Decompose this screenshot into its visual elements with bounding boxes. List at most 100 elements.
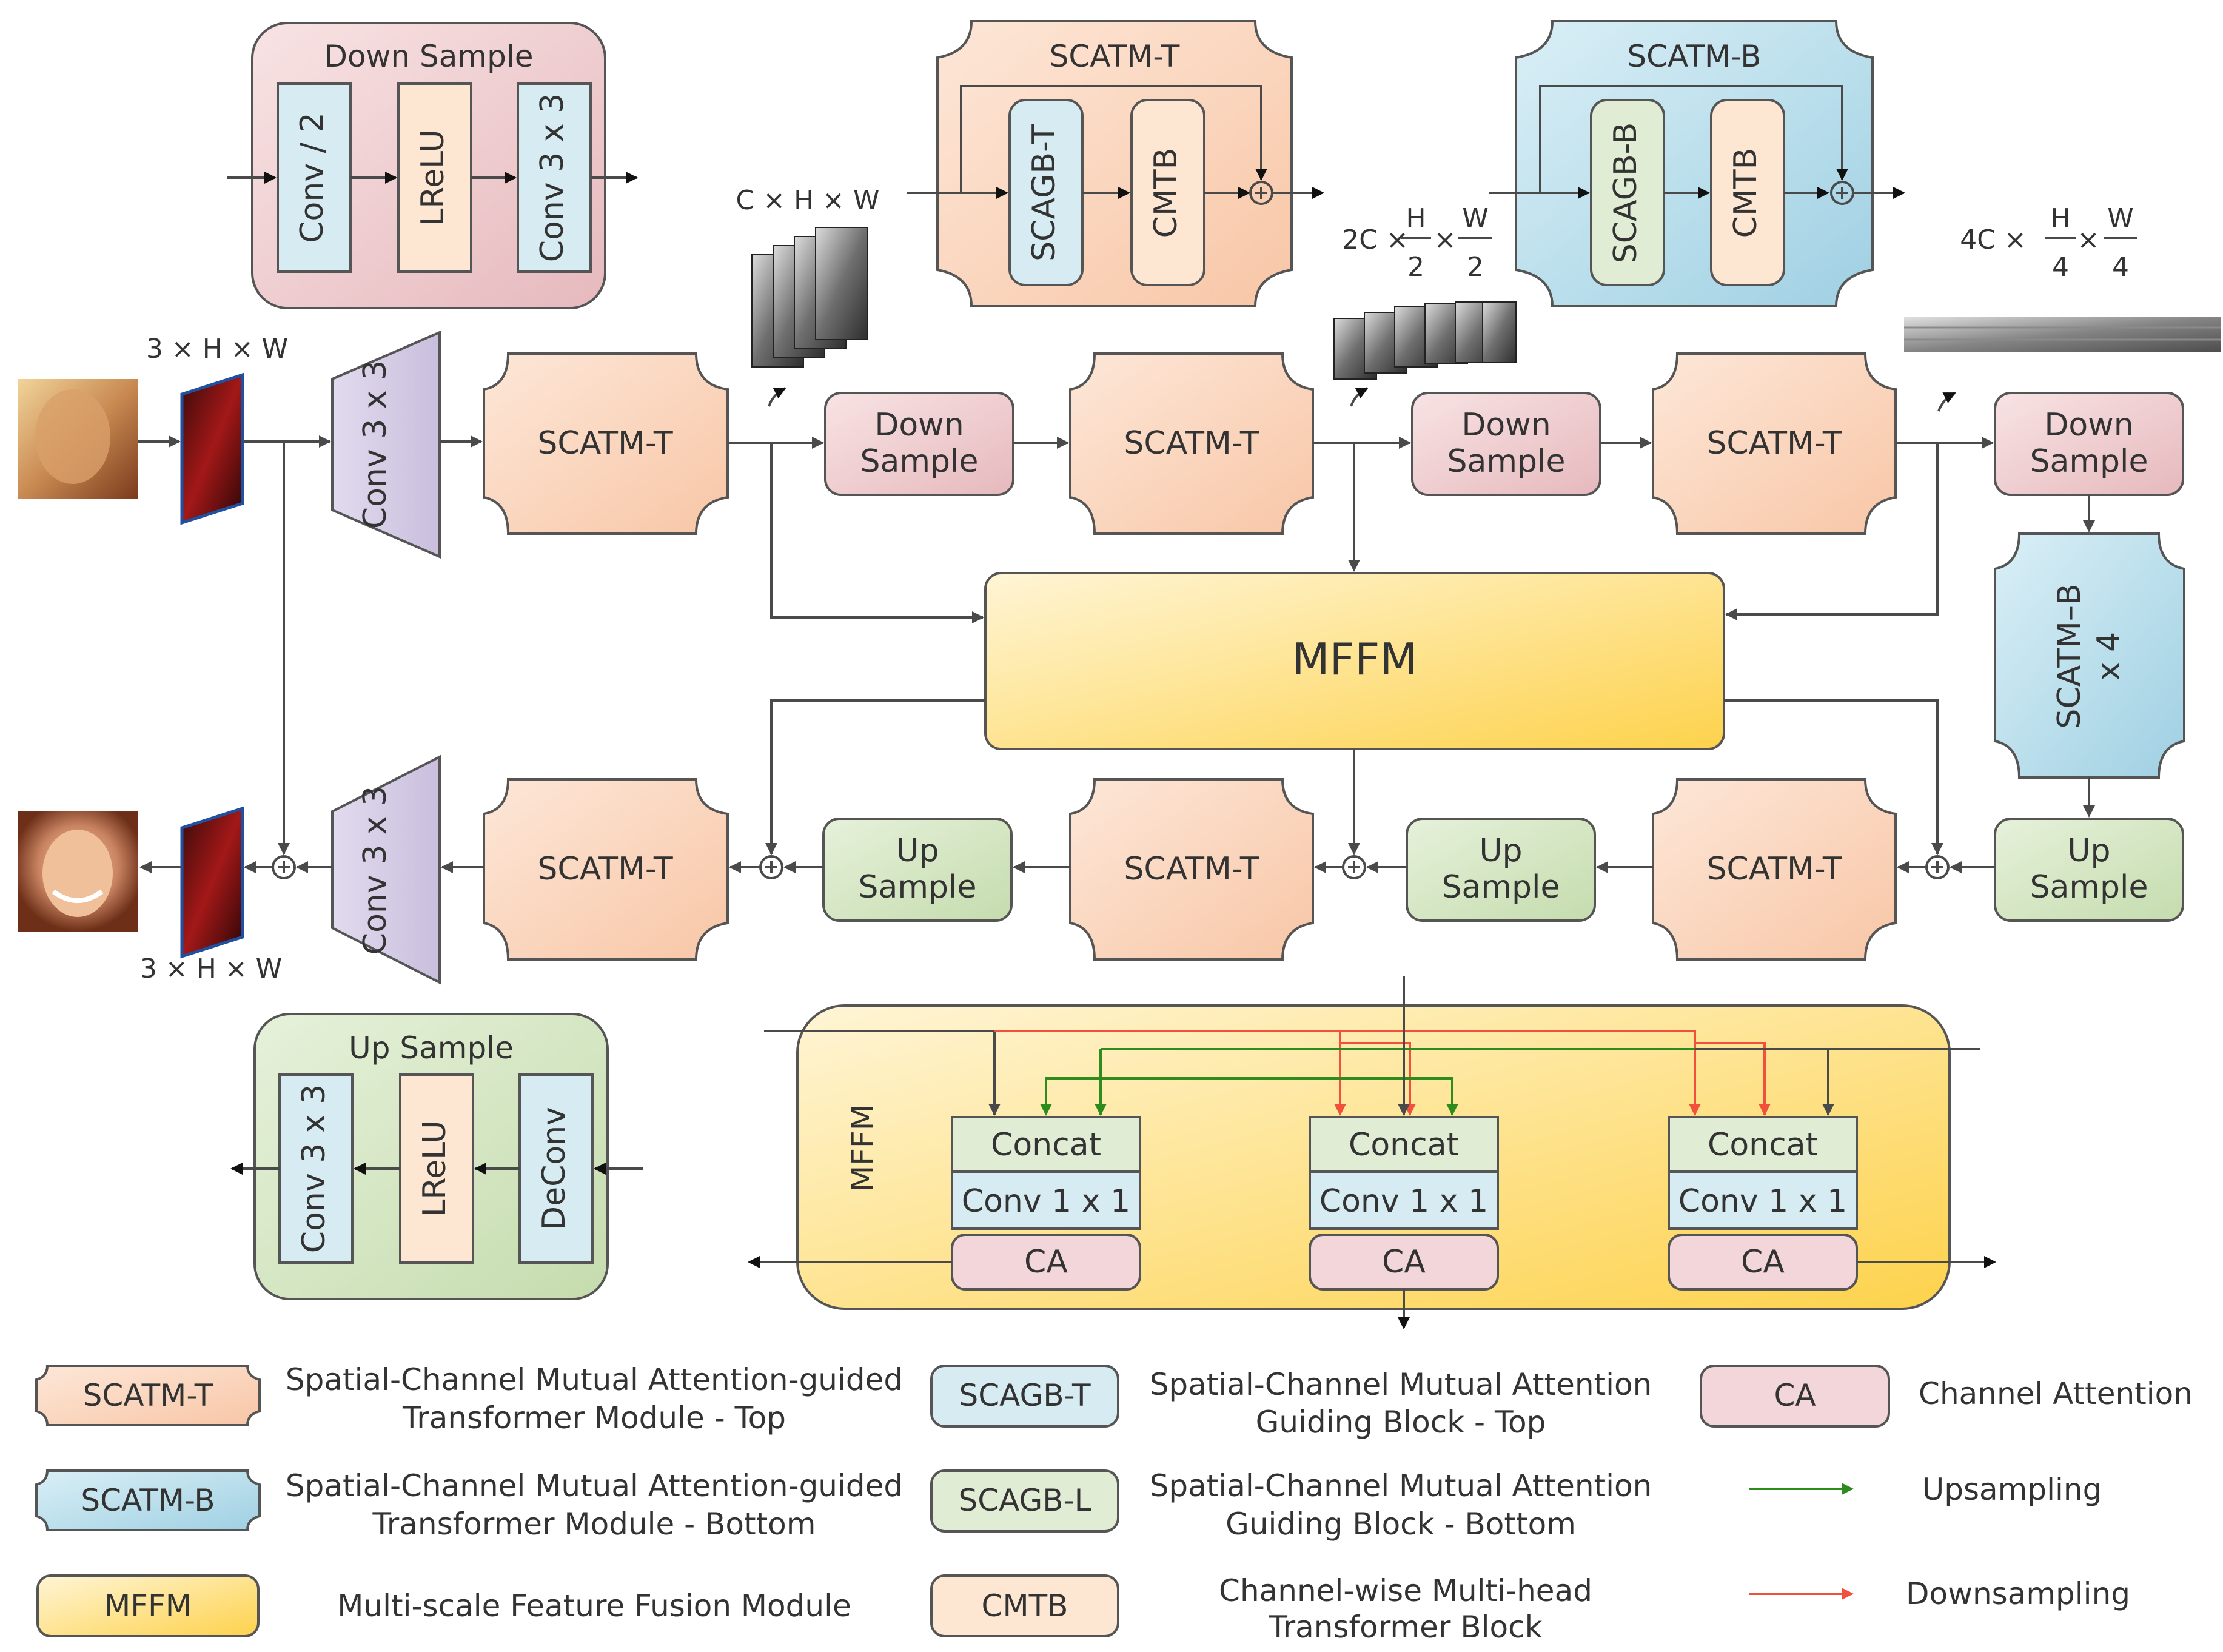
legend-downsampling: Downsampling <box>1749 1576 2130 1611</box>
svg-text:Downsampling: Downsampling <box>1906 1576 2130 1611</box>
up-sample-level3: Up Sample <box>1994 818 2184 922</box>
svg-text:Spatial-Channel Mutual Attenti: Spatial-Channel Mutual Attention <box>1150 1367 1652 1402</box>
svg-text:Guiding Block - Top: Guiding Block - Top <box>1256 1405 1546 1440</box>
svg-text:4C ×: 4C × <box>1960 224 2027 255</box>
svg-text:2C ×: 2C × <box>1342 224 1409 255</box>
input-conv3-label: Conv 3 x 3 <box>357 360 394 529</box>
output-conv3-trapezoid <box>331 754 441 985</box>
svg-text:Sample: Sample <box>1442 869 1560 905</box>
svg-text:Transformer Block: Transformer Block <box>1268 1610 1542 1645</box>
down-sample-level2: Down Sample <box>1411 392 1601 496</box>
output-conv3-label: Conv 3 x 3 <box>357 786 394 955</box>
svg-text:2: 2 <box>1407 252 1424 283</box>
mffm-detail-connections <box>764 976 1980 1116</box>
lowres-face-image <box>18 379 138 499</box>
scatm-b-x4-label: SCATM–B <box>2051 583 2088 728</box>
up-sample-deconv: DeConv <box>536 1107 572 1231</box>
feature-map-stack-level1 <box>751 227 868 407</box>
svg-text:2: 2 <box>1467 252 1484 283</box>
scatm-t-detail: SCATM-T SCAGB-T CMTB <box>907 20 1324 307</box>
scatm-t-detail-cmtb: CMTB <box>1148 148 1184 238</box>
mffm-stack-1: Concat Conv 1 x 1 CA <box>951 1116 1141 1291</box>
svg-text:W: W <box>2107 203 2134 234</box>
up-sample-level2: Up Sample <box>1406 818 1596 922</box>
up-sample-level1: Up Sample <box>822 818 1013 922</box>
svg-text:Sample: Sample <box>2030 443 2148 480</box>
svg-text:4: 4 <box>2052 252 2069 283</box>
svg-text:CMTB: CMTB <box>982 1588 1068 1623</box>
svg-text:Down: Down <box>2044 407 2133 443</box>
svg-text:Spatial-Channel Mutual Attenti: Spatial-Channel Mutual Attention <box>1150 1468 1652 1503</box>
scatm-b-x4-count: x 4 <box>2091 632 2127 680</box>
svg-text:Multi-scale Feature Fusion Mod: Multi-scale Feature Fusion Module <box>337 1588 851 1623</box>
svg-text:Sample: Sample <box>2030 869 2148 905</box>
svg-text:Down: Down <box>874 407 964 443</box>
scatm-t-detail-scagb: SCAGB-T <box>1026 124 1062 261</box>
feature-map-stack-level3 <box>1904 317 2221 412</box>
svg-text:MFFM: MFFM <box>104 1588 192 1623</box>
scatm-t-dec-level3: SCATM-T <box>1652 778 1897 961</box>
legend-scatm-b: SCATM-B Spatial-Channel Mutual Attention… <box>35 1468 903 1542</box>
scatm-t-level3-label: SCATM-T <box>1706 425 1842 462</box>
svg-text:Conv 1 x 1: Conv 1 x 1 <box>1678 1183 1847 1220</box>
up-sample-conv3: Conv 3 x 3 <box>296 1084 332 1253</box>
legend-mffm: MFFM Multi-scale Feature Fusion Module <box>36 1574 851 1637</box>
mffm-stack-2: Concat Conv 1 x 1 CA <box>1309 1116 1499 1291</box>
scatm-t-dec-level1: SCATM-T <box>483 778 729 961</box>
restored-face-image <box>18 811 138 932</box>
svg-text:Sample: Sample <box>1447 443 1566 480</box>
sum-node-output <box>272 855 296 879</box>
svg-text:Spatial-Channel Mutual Attenti: Spatial-Channel Mutual Attention-guided <box>286 1362 903 1397</box>
svg-text:4: 4 <box>2112 252 2129 283</box>
sum-node-level2 <box>1342 855 1366 879</box>
level2-dim-label: 2C × H 2 × W 2 <box>1342 203 1492 283</box>
svg-text:×: × <box>2077 224 2100 255</box>
scatm-t-dec-level2: SCATM-T <box>1069 778 1314 961</box>
svg-text:SCAGB-T: SCAGB-T <box>959 1378 1090 1413</box>
svg-text:Transformer Module - Top: Transformer Module - Top <box>402 1400 786 1435</box>
legend-scatm-t: SCATM-T Spatial-Channel Mutual Attention… <box>35 1362 903 1435</box>
svg-text:SCATM-T: SCATM-T <box>83 1378 213 1413</box>
input-conv3-trapezoid <box>331 330 441 559</box>
sum-node-level3 <box>1925 855 1950 879</box>
svg-text:H: H <box>2050 203 2070 234</box>
svg-text:SCATM-T: SCATM-T <box>1706 851 1842 887</box>
down-sample-detail-title: Down Sample <box>324 39 533 74</box>
svg-text:CA: CA <box>1774 1378 1816 1413</box>
svg-text:Sample: Sample <box>859 869 977 905</box>
svg-text:SCATM-B: SCATM-B <box>81 1483 215 1518</box>
svg-text:Down: Down <box>1461 407 1551 443</box>
mffm-stack-3: Concat Conv 1 x 1 CA <box>1668 1116 1858 1291</box>
down-sample-level1: Down Sample <box>824 392 1014 496</box>
svg-text:Guiding Block - Bottom: Guiding Block - Bottom <box>1226 1506 1576 1542</box>
svg-text:Up: Up <box>1479 833 1522 869</box>
down-sample-level3: Down Sample <box>1994 392 2184 496</box>
down-sample-conv3: Conv 3 x 3 <box>534 93 571 262</box>
input-feature-map-icon <box>180 372 244 525</box>
svg-text:CA: CA <box>1382 1244 1426 1280</box>
svg-text:Spatial-Channel Mutual Attenti: Spatial-Channel Mutual Attention-guided <box>286 1468 903 1503</box>
svg-text:×: × <box>1434 224 1457 255</box>
scatm-b-detail: SCATM-B SCAGB-B CMTB <box>1489 20 1905 307</box>
svg-text:Conv 1 x 1: Conv 1 x 1 <box>962 1183 1130 1220</box>
down-sample-conv-half: Conv / 2 <box>294 112 330 243</box>
svg-text:SCAGB-L: SCAGB-L <box>959 1483 1091 1518</box>
legend-scagb-t: SCAGB-T Spatial-Channel Mutual Attention… <box>930 1365 1652 1440</box>
svg-text:SCATM-T: SCATM-T <box>537 851 672 887</box>
svg-text:Concat: Concat <box>1708 1127 1818 1163</box>
legend-ca: CA Channel Attention <box>1700 1365 2193 1428</box>
legend-upsampling: Upsampling <box>1749 1472 2102 1507</box>
sum-node-level1 <box>759 855 783 879</box>
svg-text:CA: CA <box>1741 1244 1785 1280</box>
scatm-b-detail-title: SCATM-B <box>1627 39 1761 74</box>
scatm-t-level3: SCATM-T <box>1652 352 1897 535</box>
scatm-t-detail-title: SCATM-T <box>1050 39 1180 74</box>
svg-text:Concat: Concat <box>991 1127 1101 1163</box>
up-sample-detail-title: Up Sample <box>349 1030 514 1066</box>
up-sample-lrelu: LReLU <box>417 1120 453 1217</box>
output-dim-label: 3 × H × W <box>140 953 282 984</box>
input-dim-label: 3 × H × W <box>146 334 288 364</box>
mffm-label: MFFM <box>1292 634 1417 685</box>
mffm-detail-title: MFFM <box>845 1104 880 1192</box>
